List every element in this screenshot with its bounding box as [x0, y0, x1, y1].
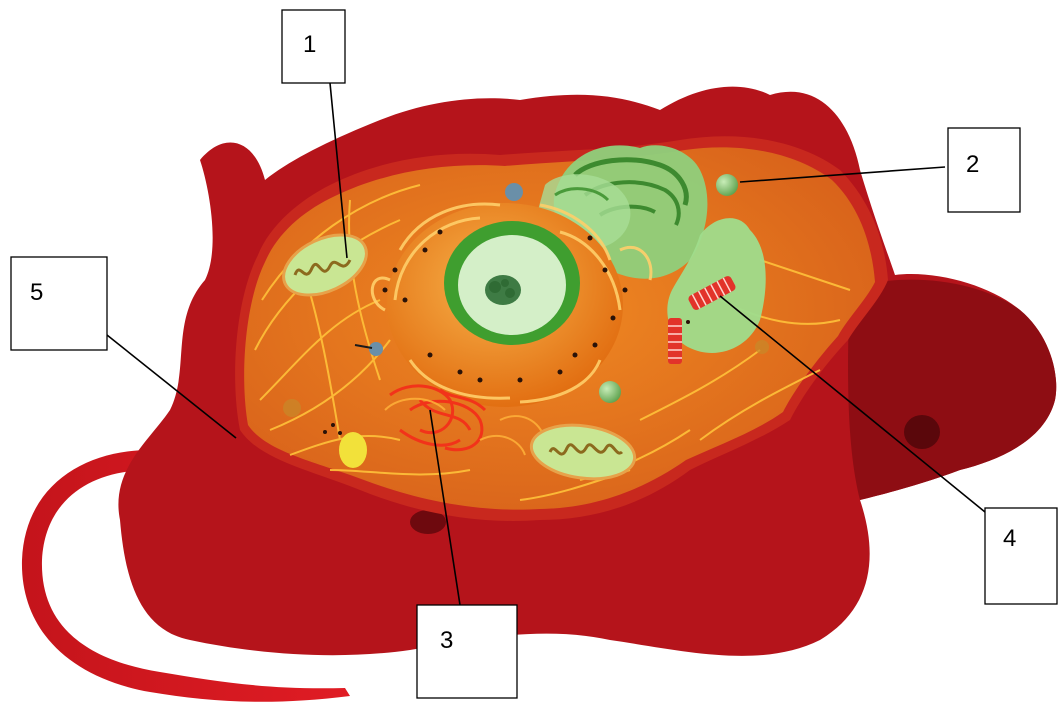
label-box-5: 5: [11, 257, 107, 350]
vesicle: [599, 381, 621, 403]
vesicle: [283, 399, 301, 417]
label-box-3: 3: [417, 605, 517, 698]
label-5-text: 5: [30, 279, 43, 306]
label-3-text: 3: [440, 627, 453, 654]
nucleolus: [485, 275, 521, 305]
label-1-text: 1: [303, 31, 316, 58]
vesicle: [755, 340, 769, 354]
vesicle: [369, 342, 383, 356]
vesicle: [716, 174, 738, 196]
label-box-1: 1: [282, 10, 345, 83]
label-box-4: 4: [985, 508, 1057, 604]
label-4-text: 4: [1003, 525, 1016, 552]
lysosome: [339, 432, 367, 468]
vesicle: [505, 183, 523, 201]
membrane-pit: [904, 415, 940, 449]
membrane-shadow: [848, 280, 1056, 500]
label-box-2: 2: [948, 128, 1020, 212]
label-2-text: 2: [966, 151, 979, 178]
